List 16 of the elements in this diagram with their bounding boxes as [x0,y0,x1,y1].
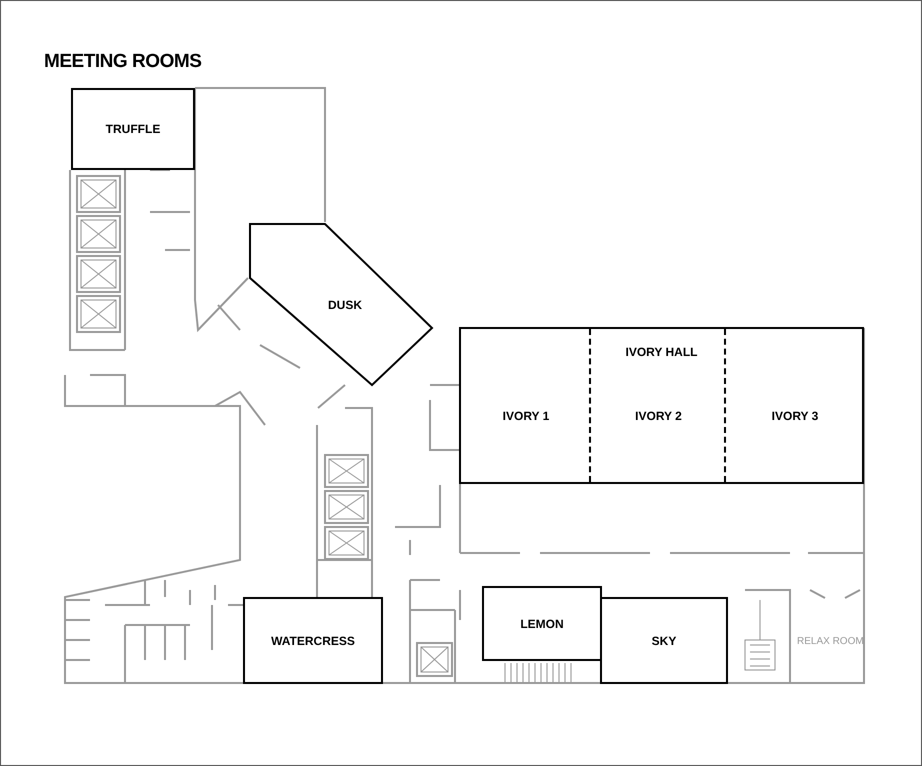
room-label: RELAX ROOM [797,635,864,649]
room-name: WATERCRESS [271,632,355,650]
room-name: IVORY HALL [625,344,698,361]
room-outline [243,597,383,684]
room-outline [459,327,864,484]
room-name: IVORY 3 [772,408,818,425]
room-outline [482,586,602,661]
room-name: LEMON [520,616,564,632]
room-outline [71,88,195,170]
room-name: IVORY 2 [635,408,682,425]
room-outline [600,597,728,684]
room-name: SKY [652,632,676,650]
title: MEETING ROOMS [44,50,202,74]
room-name: TRUFFLE [106,121,160,138]
room-name: IVORY 1 [502,408,550,425]
room-name: DUSK [328,296,362,314]
